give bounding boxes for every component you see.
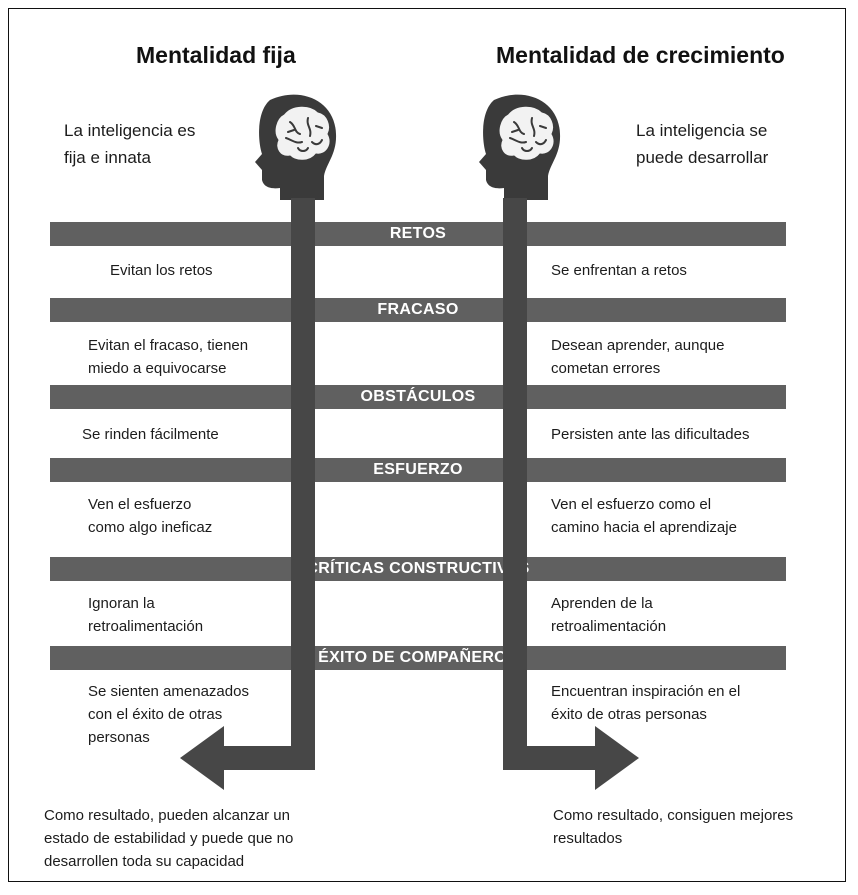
- fixed-mindset-title: Mentalidad fija: [136, 42, 296, 68]
- fixed-trait-line: con el éxito de otras: [88, 706, 223, 723]
- fixed-trait-line: Evitan los retos: [110, 262, 213, 279]
- fixed-trait-line: miedo a equivocarse: [88, 360, 227, 377]
- growth-trait: Desean aprender, aunque cometan errores: [551, 334, 724, 380]
- category-label-text: ESFUERZO: [367, 461, 469, 478]
- category-label: ESFUERZO: [50, 458, 786, 482]
- growth-trait-line: retroalimentación: [551, 618, 667, 635]
- growth-result-line: Como resultado, consiguen mejores: [553, 807, 794, 824]
- arrow-right-icon: [503, 720, 639, 790]
- growth-result: Como resultado, consiguen mejores result…: [553, 804, 793, 850]
- growth-pillar: [503, 198, 527, 758]
- category-label-text: RETOS: [383, 225, 453, 242]
- growth-trait: Se enfrentan a retos: [551, 259, 687, 282]
- category-label-text: ÉXITO DE COMPAÑEROS: [312, 649, 524, 666]
- fixed-result-line: estado de estabilidad y puede que no: [44, 830, 294, 847]
- growth-trait-line: Aprenden de la: [551, 595, 653, 612]
- fixed-trait: Evitan los retos: [110, 259, 213, 282]
- fixed-trait: Evitan el fracaso, tienen miedo a equivoc…: [88, 334, 248, 380]
- category-label: FRACASO: [50, 298, 786, 322]
- fixed-trait-line: Se rinden fácilmente: [82, 426, 219, 443]
- growth-trait-line: Encuentran inspiración en el: [551, 683, 741, 700]
- fixed-trait-line: Ven el esfuerzo: [88, 496, 192, 513]
- growth-trait: Persisten ante las dificultades: [551, 423, 749, 446]
- category-label: OBSTÁCULOS: [50, 385, 786, 409]
- growth-mindset-title: Mentalidad de crecimiento: [496, 42, 785, 68]
- head-with-brain-icon: [479, 94, 561, 200]
- fixed-trait-line: Evitan el fracaso, tienen: [88, 337, 249, 354]
- growth-trait-line: cometan errores: [551, 360, 661, 377]
- category-label-text: OBSTÁCULOS: [354, 388, 482, 405]
- category-band: FRACASO: [50, 298, 786, 322]
- category-label-text: FRACASO: [371, 301, 465, 318]
- growth-trait-line: Ven el esfuerzo como el: [551, 496, 712, 513]
- fixed-intro-line: fija e innata: [64, 148, 151, 167]
- growth-intro: La inteligencia se puede desarrollar: [636, 117, 768, 171]
- growth-trait-line: Persisten ante las dificultades: [551, 426, 750, 443]
- category-label: ÉXITO DE COMPAÑEROS: [50, 646, 786, 670]
- category-band: RETOS: [50, 222, 786, 246]
- fixed-trait: Se sienten amenazados con el éxito de otr…: [88, 680, 249, 749]
- growth-trait-line: Se enfrentan a retos: [551, 262, 687, 279]
- growth-result-line: resultados: [553, 830, 623, 847]
- fixed-trait-line: Se sienten amenazados: [88, 683, 249, 700]
- fixed-result-line: Como resultado, pueden alcanzar un: [44, 807, 290, 824]
- fixed-trait: Ven el esfuerzo como algo ineficaz: [88, 493, 212, 539]
- fixed-intro-line: La inteligencia es: [64, 121, 196, 140]
- fixed-trait-line: personas: [88, 729, 150, 746]
- fixed-intro: La inteligencia es fija e innata: [64, 117, 195, 171]
- growth-trait: Aprenden de la retroalimentación: [551, 592, 666, 638]
- category-band: OBSTÁCULOS: [50, 385, 786, 409]
- category-band: ÉXITO DE COMPAÑEROS: [50, 646, 786, 670]
- category-band: ESFUERZO: [50, 458, 786, 482]
- diagram-frame: [8, 8, 846, 882]
- growth-trait-line: éxito de otras personas: [551, 706, 707, 723]
- growth-trait: Encuentran inspiración en el éxito de otr…: [551, 680, 740, 726]
- growth-intro-line: puede desarrollar: [636, 148, 769, 167]
- fixed-pillar: [291, 198, 315, 758]
- fixed-trait-line: Ignoran la: [88, 595, 155, 612]
- growth-trait: Ven el esfuerzo como el camino hacia el a…: [551, 493, 737, 539]
- growth-trait-line: camino hacia el aprendizaje: [551, 519, 737, 536]
- category-band: CRÍTICAS CONSTRUCTIVAS: [50, 557, 786, 581]
- category-label-text: CRÍTICAS CONSTRUCTIVAS: [300, 560, 536, 577]
- fixed-result: Como resultado, pueden alcanzar un estad…: [44, 804, 293, 873]
- head-with-brain-icon: [255, 94, 337, 200]
- category-label: CRÍTICAS CONSTRUCTIVAS: [50, 557, 786, 581]
- fixed-trait: Se rinden fácilmente: [82, 423, 219, 446]
- arrow-left-icon: [180, 720, 315, 790]
- growth-trait-line: Desean aprender, aunque: [551, 337, 725, 354]
- fixed-trait-line: como algo ineficaz: [88, 519, 213, 536]
- growth-intro-line: La inteligencia se: [636, 121, 768, 140]
- category-label: RETOS: [50, 222, 786, 246]
- fixed-trait: Ignoran la retroalimentación: [88, 592, 203, 638]
- fixed-trait-line: retroalimentación: [88, 618, 204, 635]
- fixed-result-line: desarrollen toda su capacidad: [44, 853, 245, 870]
